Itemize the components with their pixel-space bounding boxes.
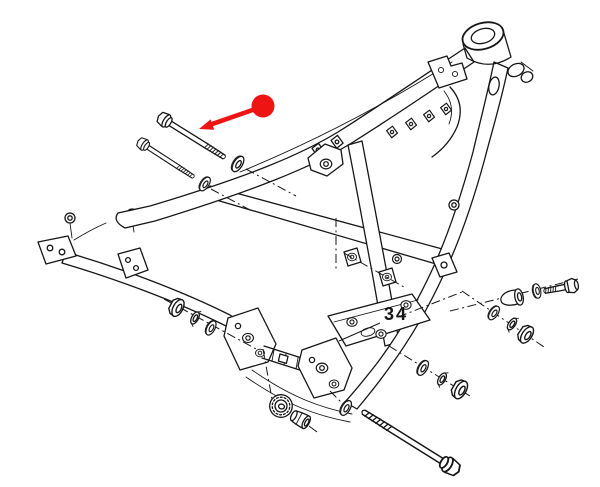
pivot-bushing	[242, 332, 254, 344]
flat-washer	[413, 357, 432, 378]
motorcycle-frame	[37, 21, 534, 423]
plate-bushing	[346, 317, 358, 327]
head-gusset	[427, 55, 468, 158]
backbone-tube	[115, 47, 475, 229]
frame-lug-ring	[64, 212, 76, 224]
pointer-arrowhead-icon	[199, 119, 215, 130]
down-tube	[343, 61, 509, 410]
hanger-bolt	[134, 135, 198, 183]
flat-washer	[485, 303, 503, 323]
right-bolt-set	[485, 276, 581, 347]
spring-washer	[434, 369, 450, 389]
center-skid-plate	[327, 293, 431, 347]
flange-nut	[448, 376, 471, 402]
center-nut-set	[413, 357, 471, 402]
flat-washer	[530, 282, 543, 300]
cable-clamp	[498, 287, 526, 310]
tank-mount-bracket	[307, 143, 344, 177]
cable-clip	[422, 108, 436, 123]
subframe-rail	[205, 185, 447, 267]
swingarm-pivot	[223, 307, 353, 423]
frame-boss-ring	[448, 199, 460, 211]
pivot-bushing	[328, 379, 340, 389]
frame-boss-ring	[391, 253, 403, 265]
seat-rail-cluster	[37, 208, 265, 354]
flat-washer	[202, 318, 219, 338]
pivot-bolt	[357, 403, 464, 480]
part-number-label: 34	[384, 304, 408, 324]
short-hex-bolt	[541, 276, 581, 299]
spring-washer	[503, 314, 521, 334]
flange-nut	[514, 322, 537, 347]
spacer-nut	[287, 407, 313, 431]
rubber-bushing	[319, 158, 333, 170]
hanger-bolt-target[interactable]	[154, 109, 230, 165]
click-pointer-annotation	[199, 94, 275, 130]
cable-clip	[404, 116, 418, 131]
head-tube	[461, 21, 534, 83]
pointer-dot-icon	[251, 94, 275, 118]
pivot-bushing	[315, 362, 329, 374]
part-callout-34: 34	[338, 304, 408, 342]
plate-bushing	[375, 329, 387, 339]
pointer-arrow-shaft	[206, 107, 255, 128]
cable-clip	[385, 124, 399, 139]
